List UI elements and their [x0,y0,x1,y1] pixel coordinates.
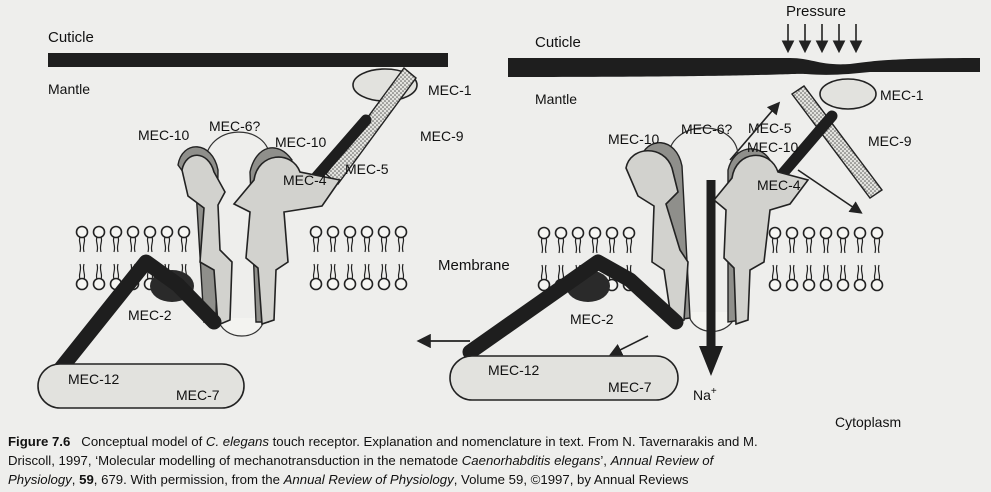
left-mec9-label: MEC-9 [420,128,464,144]
left-mec10-label-a: MEC-10 [138,127,190,143]
right-mec2-arrow [609,335,649,356]
left-mec2-label: MEC-2 [128,307,172,323]
right-mec4-subunit [712,154,810,326]
caption-line-1: Figure 7.6 Conceptual model of C. elegan… [8,434,758,449]
left-mec4-label: MEC-4 [283,172,327,188]
right-force-arrow-down [797,169,863,214]
right-mec6q-label: MEC-6? [681,121,733,137]
left-mec2-arm [50,254,222,380]
right-mec1-label: MEC-1 [880,87,924,103]
right-mec7-tube [449,355,679,401]
cytoplasm-label: Cytoplasm [835,414,901,430]
left-mec5-label: MEC-5 [345,161,389,177]
left-mec1-label: MEC-1 [428,82,472,98]
right-mec4-label: MEC-4 [757,177,801,193]
pressure-arrows [781,24,863,54]
touch-receptor-diagram: Cuticle Mantle MEC-1 MEC-9 MEC-5 MEC-10 … [37,3,980,430]
figure-caption: Figure 7.6 Conceptual model of C. elegan… [8,432,983,489]
right-mec1-shape [819,78,877,110]
left-cuticle-layer [48,53,448,67]
left-mantle-label: Mantle [48,81,90,97]
caption-line-2: Driscoll, 1997, ‘Molecular modelling of … [8,453,714,468]
right-cuticle-layer [508,58,980,77]
caption-line-3: Physiology, 59, 679. With permission, fr… [8,472,689,487]
pressure-label: Pressure [786,3,846,20]
left-panel: Cuticle Mantle MEC-1 MEC-9 MEC-5 MEC-10 … [37,29,472,409]
left-mec12-label: MEC-12 [68,371,120,387]
right-mantle-label: Mantle [535,91,577,107]
right-panel: Cuticle Mantle Pressure MEC-1 MEC-9 MEC-… [449,3,980,430]
right-mec5-label: MEC-5 [748,120,792,136]
na-influx-arrowhead [699,346,723,376]
right-mec10-label-a: MEC-10 [608,131,660,147]
figure-number: Figure 7.6 [8,434,71,449]
na-ion-label: Na+ [693,386,717,403]
right-cuticle-label: Cuticle [535,34,581,51]
right-mec-subunit-c [625,149,689,326]
left-mec7-label: MEC-7 [176,387,220,403]
left-mec6q-label: MEC-6? [209,118,261,134]
right-mec7-label: MEC-7 [608,379,652,395]
right-mec9-label: MEC-9 [868,133,912,149]
right-mec2-label: MEC-2 [570,311,614,327]
left-mec7-tube [37,363,245,409]
right-mec12-label: MEC-12 [488,362,540,378]
right-mec2-arm [462,254,684,360]
left-cuticle-label: Cuticle [48,29,94,46]
left-mec4-subunit [232,156,342,326]
left-mec-subunit-c [181,154,233,327]
left-mec10-label-b: MEC-10 [275,134,327,150]
right-mec10-label-b: MEC-10 [747,139,799,155]
membrane-label: Membrane [438,257,510,274]
